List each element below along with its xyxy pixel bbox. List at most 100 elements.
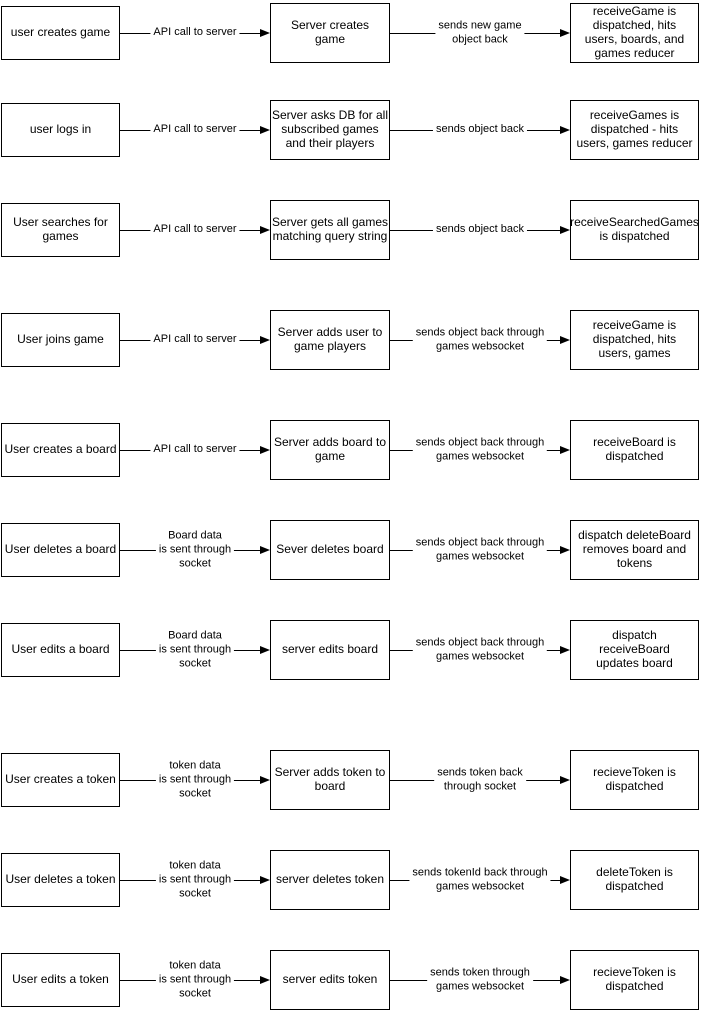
request-arrow-label: API call to server [150, 333, 240, 347]
response-arrow-label: sends token back through socket [434, 766, 526, 794]
server-box: Server adds board to game [270, 420, 390, 480]
arrowhead-icon [560, 336, 570, 344]
result-box: receiveGame is dispatched, hits users, g… [570, 310, 699, 370]
request-arrow-label: token data is sent through socket [155, 759, 235, 801]
response-arrow: sends tokenId back through games websock… [390, 847, 570, 913]
response-arrow: sends object back through games websocke… [390, 617, 570, 683]
response-arrow: sends object back through games websocke… [390, 307, 570, 373]
arrowhead-icon [560, 546, 570, 554]
source-box: user logs in [1, 103, 120, 157]
response-arrow-label: sends token through games websocket [427, 966, 533, 994]
flow-row: User joins game API call to server Serve… [1, 307, 699, 373]
response-arrow-label: sends object back through games websocke… [412, 636, 548, 664]
arrowhead-icon [260, 126, 270, 134]
source-box: User deletes a board [1, 523, 120, 577]
flow-row: User creates a board API call to server … [1, 417, 699, 483]
request-arrow: API call to server [120, 0, 270, 66]
request-arrow-label: Board data is sent through socket [155, 529, 235, 571]
response-arrow: sends token back through socket [390, 747, 570, 813]
arrowhead-icon [260, 336, 270, 344]
server-box: server edits board [270, 620, 390, 680]
arrowhead-icon [560, 646, 570, 654]
response-arrow: sends object back through games websocke… [390, 417, 570, 483]
source-box: user creates game [1, 6, 120, 60]
response-arrow: sends object back [390, 197, 570, 263]
result-box: receiveSearchedGames is dispatched [570, 200, 699, 260]
flow-row: User searches for games API call to serv… [1, 197, 699, 263]
response-arrow-label: sends object back through games websocke… [412, 436, 548, 464]
request-arrow: token data is sent through socket [120, 947, 270, 1011]
response-arrow: sends object back through games websocke… [390, 517, 570, 583]
arrowhead-icon [560, 29, 570, 37]
server-box: Sever deletes board [270, 520, 390, 580]
source-box: User joins game [1, 313, 120, 367]
flow-row: User deletes a token token data is sent … [1, 847, 699, 913]
arrowhead-icon [260, 29, 270, 37]
request-arrow: API call to server [120, 417, 270, 483]
flow-row: User creates a token token data is sent … [1, 747, 699, 813]
request-arrow: token data is sent through socket [120, 747, 270, 813]
result-box: recieveToken is dispatched [570, 950, 699, 1010]
arrowhead-icon [260, 776, 270, 784]
response-arrow-label: sends object back through games websocke… [412, 536, 548, 564]
request-arrow: token data is sent through socket [120, 847, 270, 913]
server-box: Server creates game [270, 3, 390, 63]
source-box: User creates a token [1, 753, 120, 807]
source-box: User searches for games [1, 203, 120, 257]
request-arrow-label: API call to server [150, 26, 240, 40]
request-arrow-label: Board data is sent through socket [155, 629, 235, 671]
server-box: Server gets all games matching query str… [270, 200, 390, 260]
request-arrow: Board data is sent through socket [120, 617, 270, 683]
response-arrow-label: sends tokenId back through games websock… [409, 866, 551, 894]
server-box: server edits token [270, 950, 390, 1010]
request-arrow-label: token data is sent through socket [155, 859, 235, 901]
request-arrow-label: token data is sent through socket [155, 959, 235, 1001]
result-box: recieveToken is dispatched [570, 750, 699, 810]
request-arrow-label: API call to server [150, 443, 240, 457]
source-box: User edits a token [1, 953, 120, 1007]
request-arrow: API call to server [120, 307, 270, 373]
source-box: User creates a board [1, 423, 120, 477]
result-box: receiveGames is dispatched - hits users,… [570, 100, 699, 160]
arrowhead-icon [560, 976, 570, 984]
result-box: dispatch receiveBoard updates board [570, 620, 699, 680]
result-box: receiveBoard is dispatched [570, 420, 699, 480]
arrowhead-icon [560, 446, 570, 454]
result-box: deleteToken is dispatched [570, 850, 699, 910]
arrowhead-icon [260, 876, 270, 884]
request-arrow-label: API call to server [150, 123, 240, 137]
flow-row: user logs in API call to server Server a… [1, 97, 699, 163]
request-arrow: API call to server [120, 97, 270, 163]
request-arrow-label: API call to server [150, 223, 240, 237]
result-box: dispatch deleteBoard removes board and t… [570, 520, 699, 580]
response-arrow-label: sends object back [432, 123, 528, 137]
server-box: Server adds token to board [270, 750, 390, 810]
request-arrow: Board data is sent through socket [120, 517, 270, 583]
flow-row: User deletes a board Board data is sent … [1, 517, 699, 583]
response-arrow: sends token through games websocket [390, 947, 570, 1011]
arrowhead-icon [560, 126, 570, 134]
arrowhead-icon [260, 546, 270, 554]
flow-row: User edits a token token data is sent th… [1, 947, 699, 1011]
arrowhead-icon [260, 976, 270, 984]
source-box: User deletes a token [1, 853, 120, 907]
arrowhead-icon [260, 446, 270, 454]
flow-row: user creates game API call to server Ser… [1, 0, 699, 66]
result-box: receiveGame is dispatched, hits users, b… [570, 3, 699, 63]
arrowhead-icon [260, 226, 270, 234]
arrowhead-icon [560, 776, 570, 784]
response-arrow: sends object back [390, 97, 570, 163]
response-arrow-label: sends new game object back [435, 19, 525, 47]
request-arrow: API call to server [120, 197, 270, 263]
server-box: server deletes token [270, 850, 390, 910]
response-arrow-label: sends object back [432, 223, 528, 237]
response-arrow: sends new game object back [390, 0, 570, 66]
arrowhead-icon [260, 646, 270, 654]
arrowhead-icon [560, 876, 570, 884]
server-box: Server asks DB for all subscribed games … [270, 100, 390, 160]
arrowhead-icon [560, 226, 570, 234]
source-box: User edits a board [1, 623, 120, 677]
flow-row: User edits a board Board data is sent th… [1, 617, 699, 683]
response-arrow-label: sends object back through games websocke… [412, 326, 548, 354]
